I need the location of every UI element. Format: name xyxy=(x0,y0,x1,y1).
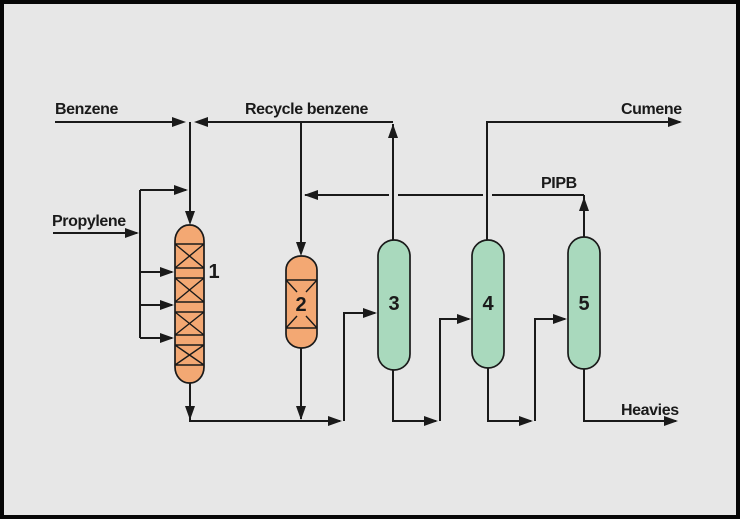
column-5-label: 5 xyxy=(578,293,589,315)
arrow-col3-overhead-up xyxy=(388,124,398,138)
column-4-label: 4 xyxy=(482,293,494,315)
arrow-branch-2-right xyxy=(160,300,174,310)
reactor-1-bed-lines xyxy=(174,243,205,366)
reactor-2-label: 2 xyxy=(295,294,306,316)
column4-bottoms-line xyxy=(487,368,531,422)
arrow-col4-bottoms-right xyxy=(519,416,533,426)
arrow-col4-feed-right xyxy=(457,314,471,324)
arrow-pipb-left xyxy=(304,190,318,200)
arrow-heavies-right xyxy=(664,416,678,426)
arrow-into-reactor1-down xyxy=(185,211,195,225)
column-3-label: 3 xyxy=(388,293,399,315)
reactor-2-shell xyxy=(285,255,318,349)
arrow-branch-3-right xyxy=(160,333,174,343)
column-5-shell xyxy=(567,236,601,370)
recycle-benzene-label: Recycle benzene xyxy=(245,101,368,118)
arrow-col5-feed-right xyxy=(553,314,567,324)
arrow-propylene-right xyxy=(125,228,139,238)
arrowheads xyxy=(125,117,682,426)
arrow-branch-1-right xyxy=(160,267,174,277)
reactor-1-label: 1 xyxy=(208,261,219,283)
reactor-2-vessel xyxy=(285,255,318,349)
benzene-label: Benzene xyxy=(55,101,118,118)
reactor-1-vessel xyxy=(174,224,205,384)
column5-bottoms-heavies-line xyxy=(583,369,676,422)
column-4-shell xyxy=(471,239,505,369)
arrow-reactor2-bottoms-down xyxy=(296,406,306,420)
arrow-into-vessel2-down xyxy=(296,242,306,256)
pipb-label: PIPB xyxy=(541,175,577,192)
arrow-cumene-right xyxy=(668,117,682,127)
arrow-col3-bottoms-right xyxy=(424,416,438,426)
cumene-label: Cumene xyxy=(621,101,682,118)
propylene-label: Propylene xyxy=(52,213,126,230)
reactor-2-bed-lines xyxy=(285,279,318,329)
equipment-labels: 1 2 3 4 5 xyxy=(208,261,589,316)
arrow-bottoms-to-riser1-right xyxy=(328,416,342,426)
equipment xyxy=(174,224,601,384)
heavies-label: Heavies xyxy=(621,402,679,419)
arrow-branch-top-right xyxy=(174,185,188,195)
column-3-shell xyxy=(377,239,411,371)
arrow-reactor1-bottoms-down xyxy=(185,406,195,420)
cumene-line xyxy=(486,121,680,240)
stream-labels: Benzene Recycle benzene Cumene PIPB Prop… xyxy=(52,101,683,419)
arrow-col3-feed-right xyxy=(363,308,377,318)
column3-bottoms-line xyxy=(392,370,436,422)
arrow-benzene-right xyxy=(172,117,186,127)
arrow-col5-overhead-up xyxy=(579,197,589,211)
reactor-1-shell xyxy=(174,224,205,384)
reactor1-bottoms-line xyxy=(189,383,340,422)
arrow-recycle-left xyxy=(194,117,208,127)
